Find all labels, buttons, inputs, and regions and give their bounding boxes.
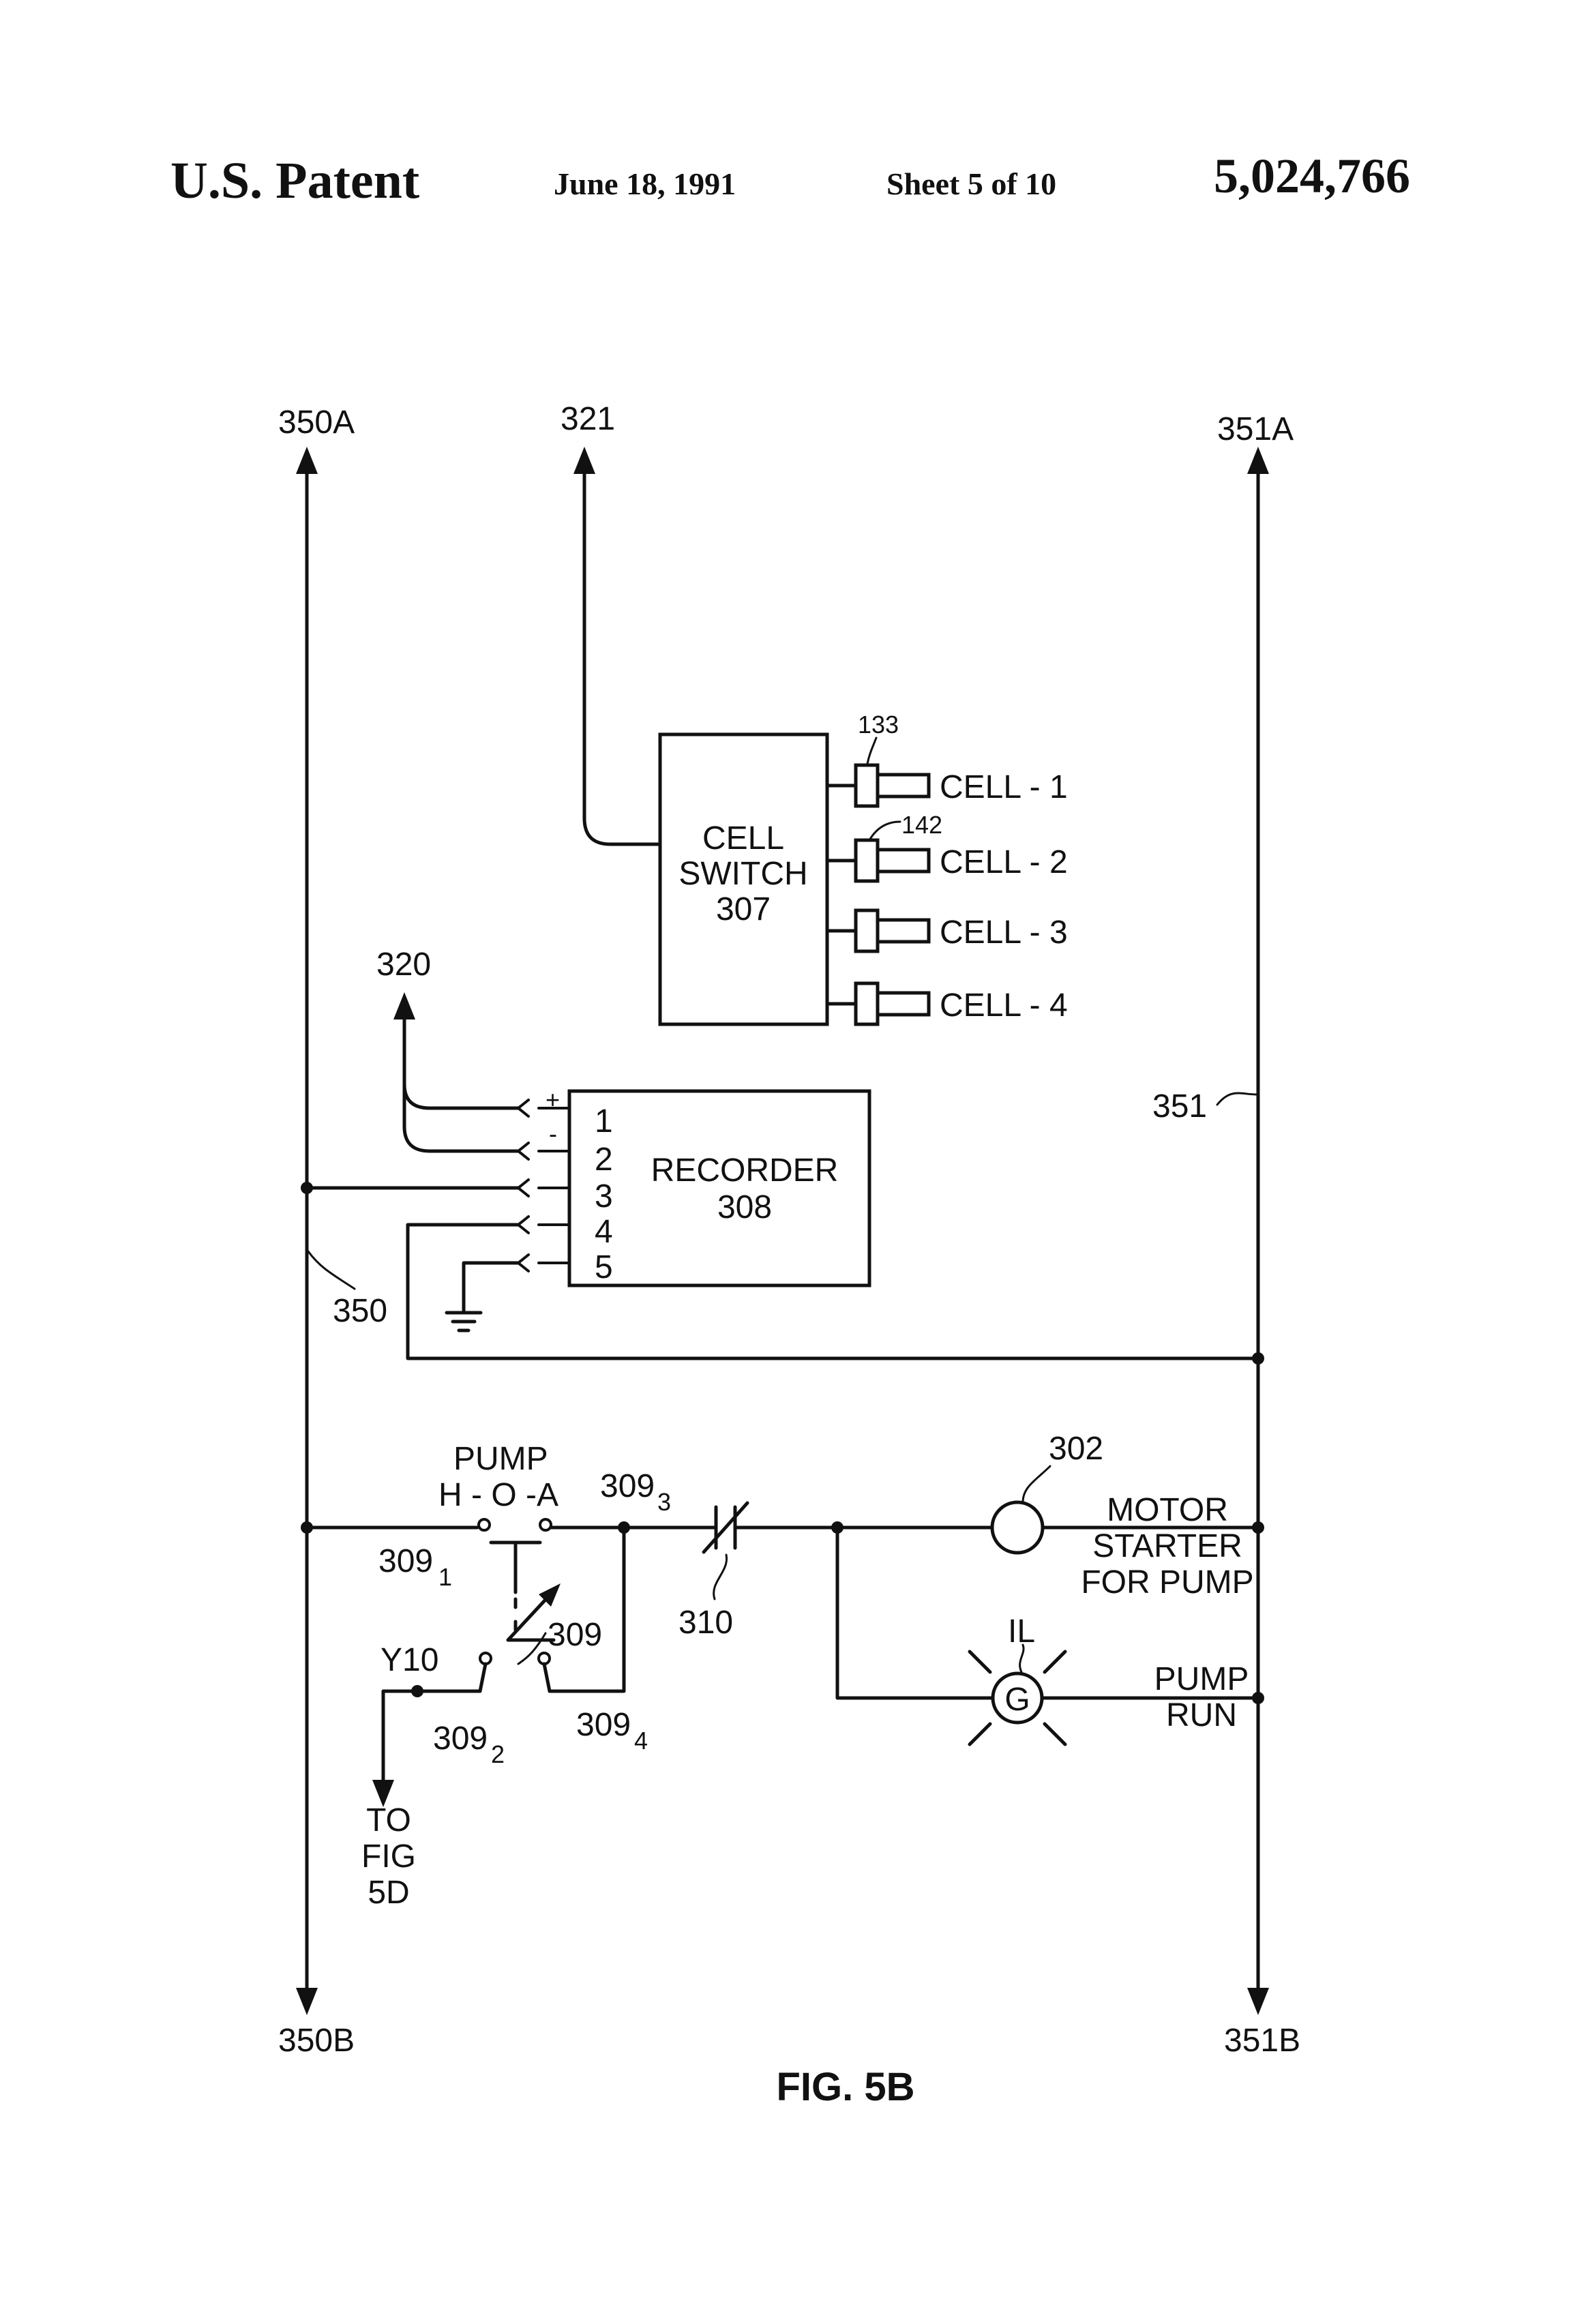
wire-to-lamp	[835, 1525, 994, 1700]
recorder-terminals	[516, 1099, 571, 1272]
leader-302	[1021, 1465, 1051, 1504]
label-142: 142	[901, 811, 942, 839]
label-351b: 351B	[1224, 2023, 1300, 2059]
recorder-minus: -	[549, 1120, 557, 1148]
header-date: June 18, 1991	[554, 166, 736, 201]
hoa-label-modes: H - O -A	[438, 1477, 558, 1513]
wire-to-fig-5d	[381, 1689, 419, 1785]
wire-321	[582, 468, 662, 846]
recorder-pin-2: 2	[595, 1142, 613, 1178]
label-309-3: 309	[600, 1468, 655, 1504]
leader-350	[307, 1250, 356, 1290]
leader-il	[1019, 1643, 1025, 1673]
header-sheet: Sheet 5 of 10	[886, 166, 1056, 201]
bus-351b-arrow	[1247, 1988, 1269, 2015]
cell-connector-2	[825, 838, 931, 883]
motor-line3: FOR PUMP	[1081, 1564, 1253, 1600]
cell-switch-ref: 307	[716, 891, 771, 927]
recorder-box	[567, 1089, 871, 1287]
leader-142	[868, 820, 901, 841]
recorder-pin-5: 5	[595, 1249, 613, 1285]
hoa-label-pump: PUMP	[453, 1441, 548, 1477]
leader-351	[1216, 1092, 1258, 1106]
label-320: 320	[376, 947, 431, 983]
cell-connector-1	[825, 763, 931, 808]
lamp-line1: PUMP	[1154, 1661, 1249, 1697]
bus-351	[1247, 447, 1269, 2015]
cell-label-4: CELL - 4	[940, 987, 1068, 1024]
label-133: 133	[858, 711, 899, 739]
arrow-321	[573, 447, 595, 474]
label-309-4: 309	[576, 1707, 631, 1743]
cell-label-3: CELL - 3	[940, 914, 1068, 951]
leader-309	[517, 1632, 547, 1665]
label-309-1: 309	[378, 1543, 433, 1579]
wire-320-plus	[402, 1014, 520, 1110]
leader-310	[713, 1553, 728, 1600]
label-y10: Y10	[380, 1642, 438, 1678]
lamp-letter: G	[1004, 1682, 1030, 1718]
to-fig-line1: TO	[366, 1802, 411, 1838]
label-309: 309	[548, 1617, 602, 1653]
bus-350a-arrow	[296, 447, 318, 474]
label-309-1-sub: 1	[438, 1563, 452, 1591]
motor-starter-coil	[990, 1500, 1045, 1555]
junction-rung	[301, 1521, 313, 1534]
label-309-2: 309	[433, 1720, 488, 1757]
label-351a: 351A	[1217, 411, 1294, 447]
wire-hoa-2	[415, 1662, 488, 1693]
label-310: 310	[678, 1605, 733, 1641]
cell-label-2: CELL - 2	[940, 844, 1068, 880]
label-309-3-sub: 3	[657, 1488, 671, 1516]
arrow-320	[393, 992, 415, 1019]
cell-connector-4	[825, 981, 931, 1026]
bus-350b-arrow	[296, 1988, 318, 2015]
leader-133	[866, 736, 878, 765]
cell-label-1: CELL - 1	[940, 769, 1068, 805]
recorder-pin-3: 3	[595, 1178, 613, 1215]
to-fig-line2: FIG	[361, 1838, 416, 1875]
wire-pin5	[462, 1261, 520, 1315]
motor-line2: STARTER	[1092, 1528, 1242, 1564]
label-309-4-sub: 4	[634, 1727, 648, 1755]
lamp-rays	[968, 1650, 1067, 1746]
bus-351a-arrow	[1247, 447, 1269, 474]
label-il: IL	[1008, 1613, 1035, 1650]
to-fig-line3: 5D	[368, 1875, 409, 1911]
motor-line1: MOTOR	[1107, 1492, 1228, 1528]
junction-pin4	[1252, 1352, 1264, 1365]
wire-320-minus	[402, 1082, 520, 1153]
bus-350	[296, 447, 318, 2015]
junction-lamp	[1252, 1692, 1264, 1704]
cell-switch-box	[658, 732, 829, 1026]
recorder-plus: +	[546, 1086, 560, 1114]
label-302: 302	[1049, 1431, 1103, 1467]
lamp-line2: RUN	[1166, 1697, 1237, 1733]
label-350a: 350A	[278, 404, 355, 441]
arrow-to-fig-5d	[372, 1780, 394, 1807]
label-350: 350	[333, 1293, 387, 1329]
junction-pin3	[301, 1182, 313, 1194]
cell-switch-line2: SWITCH	[678, 856, 807, 892]
ground-symbol	[445, 1311, 483, 1332]
contact-310	[622, 1501, 839, 1554]
label-350b: 350B	[278, 2023, 355, 2059]
header-patent-number: 5,024,766	[1214, 149, 1410, 203]
label-309-2-sub: 2	[491, 1740, 505, 1768]
cell-connector-3	[825, 908, 931, 953]
header-title: U.S. Patent	[170, 152, 419, 209]
figure-caption: FIG. 5B	[776, 2065, 914, 2109]
recorder-ref: 308	[717, 1189, 772, 1225]
recorder-line1: RECORDER	[651, 1152, 839, 1189]
label-321: 321	[561, 401, 615, 437]
recorder-pin-1: 1	[595, 1103, 613, 1139]
recorder-pin-4: 4	[595, 1214, 613, 1250]
wire-pin4	[406, 1223, 1260, 1360]
junction-coil	[1252, 1521, 1264, 1534]
wire-hoa-4	[542, 1525, 626, 1693]
label-351: 351	[1152, 1088, 1207, 1124]
cell-switch-line1: CELL	[702, 820, 784, 856]
